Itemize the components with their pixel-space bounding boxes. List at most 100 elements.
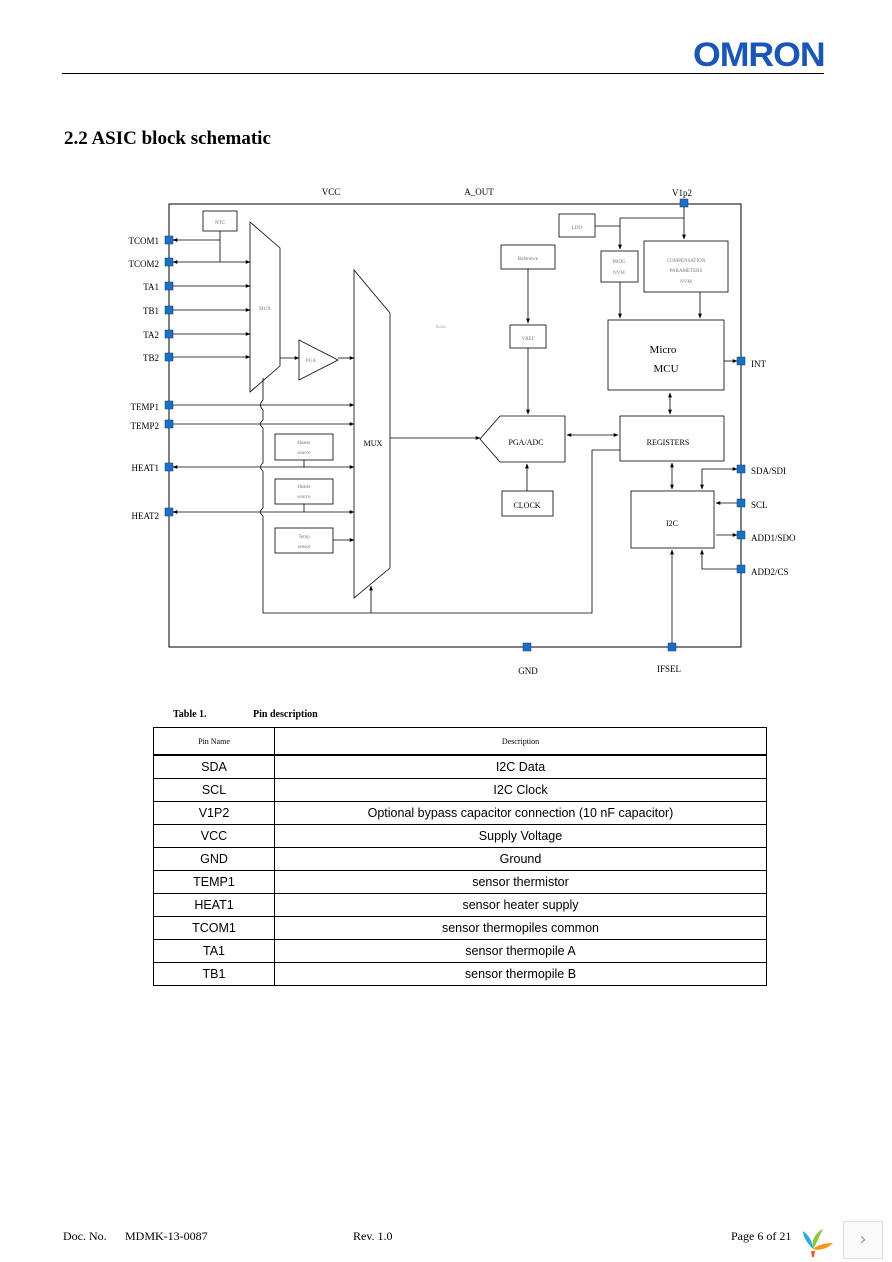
prog-nvm-line2: NVM xyxy=(613,271,625,276)
pin-tcom2 xyxy=(164,257,174,267)
pin-desc-cell: sensor thermopile A xyxy=(274,939,767,963)
pin-name-cell: SDA xyxy=(153,754,275,779)
pin-name-cell: TEMP1 xyxy=(153,870,275,894)
pin-label-tcom1: TCOM1 xyxy=(128,236,159,246)
micro-mcu-block xyxy=(607,319,725,391)
pin-name-cell: TB1 xyxy=(153,962,275,986)
pin-temp1 xyxy=(164,400,174,410)
a-out-label: A_OUT xyxy=(464,187,494,197)
compensation-line2: PARAMETERS xyxy=(670,269,703,274)
pin-label-gnd: GND xyxy=(518,666,538,676)
pin-desc-cell: Optional bypass capacitor connection (10… xyxy=(274,801,767,825)
pin-label-add2: ADD2/CS xyxy=(751,567,789,577)
ldo-label: LDO xyxy=(572,226,583,231)
compensation-line1: COMPENSATION xyxy=(667,259,706,264)
next-page-button[interactable]: › xyxy=(843,1221,883,1259)
pin-label-ifsel: IFSEL xyxy=(657,664,681,674)
pin-desc-cell: Supply Voltage xyxy=(274,824,767,848)
small-mux-label: MUX xyxy=(259,307,271,312)
registers-label: REGISTERS xyxy=(647,438,690,447)
pin-desc-cell: sensor thermistor xyxy=(274,870,767,894)
pin-add2 xyxy=(736,564,746,574)
pin-name-cell: SCL xyxy=(153,778,275,802)
heater-source-2-line2: source xyxy=(297,495,311,500)
pin-label-heat1: HEAT1 xyxy=(132,463,160,473)
pin-name-cell: VCC xyxy=(153,824,275,848)
pin-label-tb1: TB1 xyxy=(143,306,159,316)
amplifier xyxy=(298,339,339,381)
heater-source-1-line1: Heater xyxy=(297,441,311,446)
pin-tb2 xyxy=(164,352,174,362)
amplifier-label: PGA xyxy=(306,359,316,364)
heater-source-1-line2: source xyxy=(297,451,311,456)
vcc-label: VCC xyxy=(322,187,341,197)
pin-desc-cell: I2C Data xyxy=(274,754,767,779)
pin-tb1 xyxy=(164,305,174,315)
pin-name-cell: HEAT1 xyxy=(153,893,275,917)
pin-label-temp2: TEMP2 xyxy=(130,421,159,431)
pin-label-temp1: TEMP1 xyxy=(130,402,159,412)
pin-label-tb2: TB2 xyxy=(143,353,159,363)
small-mux xyxy=(249,221,281,393)
prog-nvm-line1: PROG xyxy=(612,260,626,265)
reference-label: Reference xyxy=(518,257,539,262)
table-header-row: Pin Name Description xyxy=(153,727,767,756)
registers-block xyxy=(619,415,725,462)
pin-ifsel xyxy=(667,642,677,652)
clock-block xyxy=(501,490,554,517)
pin-label-heat2: HEAT2 xyxy=(132,511,160,521)
section-title: 2.2 ASIC block schematic xyxy=(64,128,271,149)
pga-adc-label: PGA/ADC xyxy=(508,438,543,447)
v1p2-label: V1p2 xyxy=(672,188,692,198)
pin-name-cell: TCOM1 xyxy=(153,916,275,940)
mux-label: MUX xyxy=(364,439,383,448)
v1p2-pin xyxy=(679,198,689,208)
footer-page-number: Page 6 of 21 xyxy=(731,1229,792,1243)
pin-desc-cell: Ground xyxy=(274,847,767,871)
temp-sensor-block xyxy=(274,527,334,554)
pin-label-scl: SCL xyxy=(751,500,768,510)
header-divider xyxy=(62,73,824,74)
i2c-label: I2C xyxy=(666,519,678,528)
pin-desc-cell: sensor heater supply xyxy=(274,893,767,917)
footer-revision: Rev. 1.0 xyxy=(353,1229,393,1243)
viewer-logo-icon xyxy=(803,1229,833,1257)
pin-name-cell: GND xyxy=(153,847,275,871)
pin-ta2 xyxy=(164,329,174,339)
pin-name-cell: V1P2 xyxy=(153,801,275,825)
chevron-right-icon: › xyxy=(859,1229,867,1250)
pga-adc-block xyxy=(479,415,566,463)
i2c-block xyxy=(630,490,715,549)
prog-nvm-block xyxy=(600,250,639,283)
pin-desc-cell: I2C Clock xyxy=(274,778,767,802)
pin-heat1 xyxy=(164,462,174,472)
reference-block xyxy=(500,244,556,270)
pin-sda xyxy=(736,464,746,474)
left-pin-group xyxy=(164,235,174,517)
compensation-nvm-block xyxy=(643,240,729,293)
pin-desc-cell: sensor thermopiles common xyxy=(274,916,767,940)
temp-sensor-line1: Temp xyxy=(298,535,310,540)
pin-label-sda: SDA/SDI xyxy=(751,466,786,476)
omron-logo: OMRON xyxy=(693,36,826,74)
pin-scl xyxy=(736,498,746,508)
pin-int xyxy=(736,356,746,366)
temp-sensor-line2: sensor xyxy=(298,545,311,550)
pin-gnd xyxy=(522,642,532,652)
heater-source-2-line1: Heater xyxy=(297,485,311,490)
table-caption-title: Pin description xyxy=(253,709,318,720)
asic-block-diagram: VCC A_OUT V1p2 TCOM1 TCOM2 TA1 TB1 TA2 T… xyxy=(128,187,796,676)
buffer-label: Buffer xyxy=(436,324,447,329)
vref-label: VREF xyxy=(522,337,535,342)
micro-label: Micro xyxy=(650,344,677,356)
header-description: Description xyxy=(274,727,767,756)
